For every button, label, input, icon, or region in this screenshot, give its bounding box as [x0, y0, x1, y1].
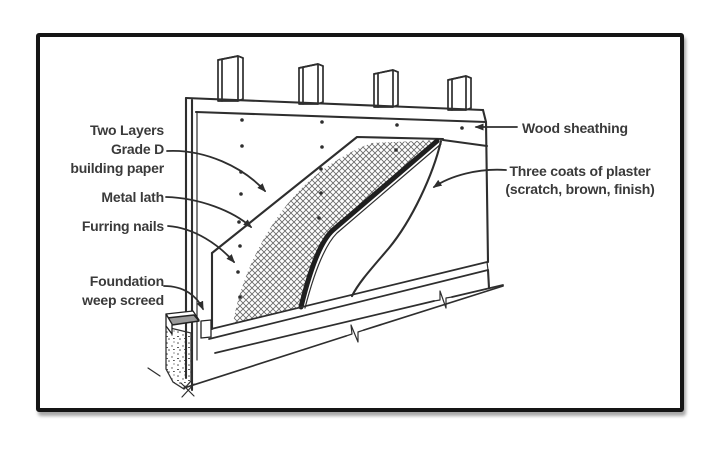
- wall-studs: [217, 55, 472, 111]
- label-metal-lath: Metal lath: [101, 189, 164, 205]
- metal-lath-hatch: [233, 140, 437, 324]
- label-furring-nails: Furring nails: [81, 218, 164, 234]
- wall-base-lines: [180, 261, 504, 398]
- plaster-coats-edge: [298, 138, 489, 310]
- stud: [217, 55, 244, 102]
- building-paper-layer: [210, 135, 445, 331]
- metal-lath-arrow: [165, 196, 253, 228]
- figure-border: [36, 33, 684, 412]
- label-foundation-weep-screed: Foundation weep screed: [82, 272, 164, 310]
- foundation-weep-screed: [165, 310, 212, 339]
- plaster-arrow: [432, 168, 507, 188]
- label-wood-sheathing: Wood sheathing: [522, 120, 628, 136]
- stud: [373, 69, 399, 108]
- label-line: Two Layers: [90, 122, 164, 138]
- furring-nail-dots: [236, 118, 464, 299]
- furring-nails-arrow: [167, 225, 235, 264]
- foundation-block: [147, 326, 192, 390]
- label-building-paper: Two Layers Grade D building paper: [70, 121, 164, 178]
- stud: [447, 75, 472, 111]
- label-line: weep screed: [82, 292, 164, 308]
- building-paper-arrow: [166, 150, 267, 193]
- label-line: Foundation: [89, 273, 164, 289]
- label-line: building paper: [70, 160, 164, 176]
- label-line: Three coats of plaster: [509, 163, 651, 179]
- wall-sheathing-outline: [184, 96, 491, 392]
- label-line: Grade D: [110, 141, 164, 157]
- weep-screed-arrow: [163, 285, 204, 311]
- label-plaster-coats: Three coats of plaster (scratch, brown, …: [497, 162, 663, 198]
- leader-arrows: [163, 123, 518, 311]
- stud: [298, 63, 324, 105]
- label-line: (scratch, brown, finish): [505, 181, 655, 197]
